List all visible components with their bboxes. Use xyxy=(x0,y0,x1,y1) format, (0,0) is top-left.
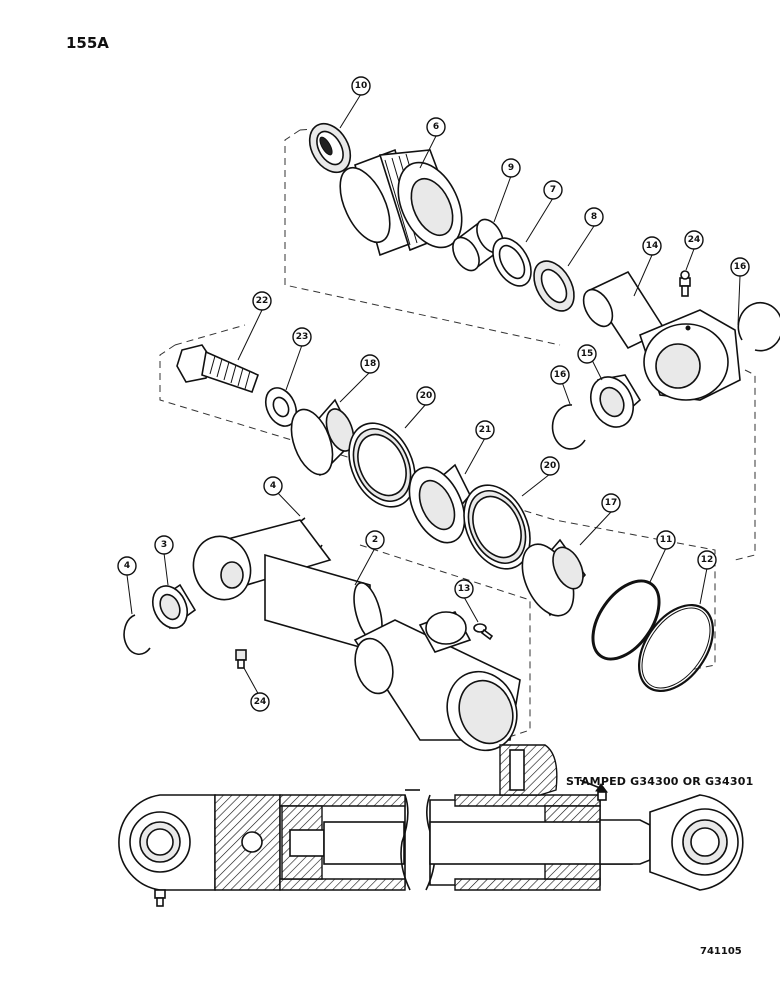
callout-18: 2 xyxy=(365,530,385,550)
part-16-snap-ring-right xyxy=(737,301,780,352)
callout-9: 22 xyxy=(252,291,272,311)
callout-12: 20 xyxy=(416,386,436,406)
part-24-grease-fitting-lower xyxy=(235,649,247,669)
callout-label: 15 xyxy=(581,349,594,359)
callout-label: 20 xyxy=(544,461,557,471)
callout-4: 7 xyxy=(543,180,563,200)
part-6-gland xyxy=(339,148,463,257)
callout-label: 2 xyxy=(372,535,378,545)
stamp-note: STAMPED G34300 OR G34301 xyxy=(566,775,754,788)
part-23-washer xyxy=(264,387,298,427)
callout-label: 18 xyxy=(364,359,377,369)
callout-19: 3 xyxy=(154,535,174,555)
callout-label: 3 xyxy=(161,540,167,550)
callout-label: 8 xyxy=(591,212,597,222)
part-2-cylinder-barrel xyxy=(192,519,521,752)
callout-10: 23 xyxy=(292,327,312,347)
part-13-screw xyxy=(473,623,494,641)
callout-23: 12 xyxy=(697,550,717,570)
part-15-bushing-bearing xyxy=(590,374,642,428)
part-14-rod-eye xyxy=(582,270,741,401)
part-4-snap-ring-lower xyxy=(123,614,151,655)
callout-label: 11 xyxy=(660,535,673,545)
callout-16: 16 xyxy=(550,365,570,385)
callout-label: 4 xyxy=(270,481,276,491)
callout-24: 13 xyxy=(454,579,474,599)
callout-label: 24 xyxy=(688,235,701,245)
callout-label: 14 xyxy=(646,241,659,251)
part-20-piston-seal-1 xyxy=(348,422,416,508)
callout-6: 14 xyxy=(642,236,662,256)
callout-label: 4 xyxy=(124,561,130,571)
callout-25: 24 xyxy=(250,692,270,712)
part-10-wiper-seal xyxy=(308,122,352,174)
callout-11: 18 xyxy=(360,354,380,374)
callout-label: 20 xyxy=(420,391,433,401)
callout-21: 17 xyxy=(601,493,621,513)
part-12-backup-ring xyxy=(637,603,715,693)
callout-2: 6 xyxy=(426,117,446,137)
callout-label: 10 xyxy=(355,81,368,91)
part-24-grease-fitting-top xyxy=(679,270,691,297)
leader-lines xyxy=(126,93,741,698)
callout-label: 17 xyxy=(605,498,618,508)
part-18-piston-nut xyxy=(290,398,356,477)
assembled-cross-section xyxy=(118,744,744,907)
part-7-backup-ring xyxy=(492,237,532,287)
part-21-piston xyxy=(408,463,471,544)
callout-label: 7 xyxy=(550,185,556,195)
stamp-arrow-head xyxy=(595,783,609,793)
figure-code: 741105 xyxy=(700,946,742,957)
part-20-piston-seal-2 xyxy=(463,484,531,570)
part-8-rod-seal xyxy=(533,260,575,312)
callout-label: 16 xyxy=(734,262,747,272)
callout-15: 15 xyxy=(577,344,597,364)
callout-label: 16 xyxy=(554,370,567,380)
part-16-snap-ring-mid xyxy=(551,404,586,450)
callout-label: 13 xyxy=(458,584,471,594)
callout-label: 6 xyxy=(433,122,439,132)
callout-17: 4 xyxy=(263,476,283,496)
callout-5: 8 xyxy=(584,207,604,227)
dashed-line-rod xyxy=(359,544,531,741)
callout-1: 10 xyxy=(351,76,371,96)
part-11-o-ring xyxy=(591,579,661,661)
callout-8: 16 xyxy=(730,257,750,277)
callout-label: 23 xyxy=(296,332,309,342)
part-17-piston-nut-bottom xyxy=(521,538,587,617)
dashed-group-outline-piston xyxy=(159,324,756,671)
callout-label: 9 xyxy=(508,163,514,173)
callout-7: 24 xyxy=(684,230,704,250)
callout-22: 11 xyxy=(656,530,676,550)
callout-3: 9 xyxy=(501,158,521,178)
callout-label: 12 xyxy=(701,555,714,565)
part-22-bolt xyxy=(176,344,260,394)
callout-label: 21 xyxy=(479,425,492,435)
callout-20: 4 xyxy=(117,556,137,576)
callout-label: 22 xyxy=(256,296,269,306)
callout-label: 24 xyxy=(254,697,267,707)
callout-13: 21 xyxy=(475,420,495,440)
page-number: 155A xyxy=(66,34,109,52)
part-3-bushing xyxy=(151,583,197,630)
callout-14: 20 xyxy=(540,456,560,476)
